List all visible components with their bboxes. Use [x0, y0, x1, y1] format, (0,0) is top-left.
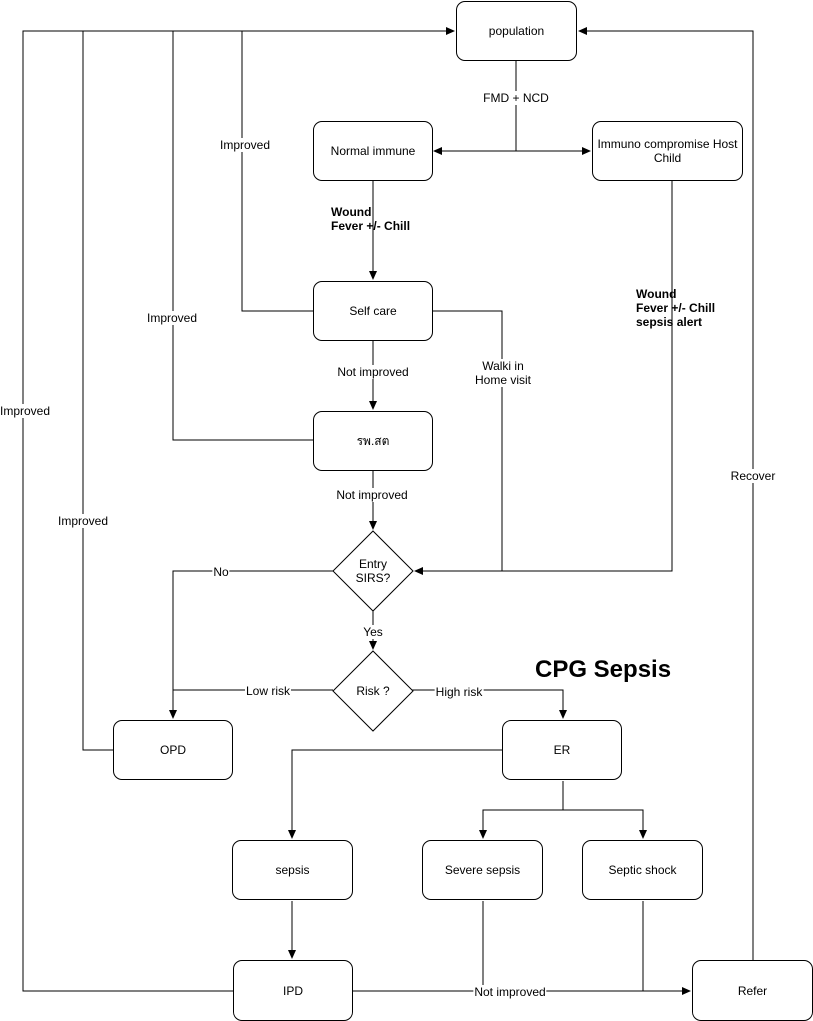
edge-er-severe	[479, 809, 563, 839]
improved-label-opd: Improved	[56, 514, 110, 528]
edge-entry-no	[169, 570, 333, 719]
edge-refer-recover	[578, 27, 754, 960]
population-node[interactable]: population	[456, 1, 577, 61]
walkin-home-visit-label: Walki in Home visit	[473, 359, 533, 387]
severe-sepsis-node[interactable]: Severe sepsis	[422, 840, 543, 900]
edge-selfcare-improved	[241, 31, 313, 312]
edge-ipd-improved	[22, 27, 455, 992]
improved-label-rph: Improved	[145, 311, 199, 325]
diagram-title: CPG Sepsis	[535, 656, 672, 683]
edge-selfcare-walkin	[433, 310, 503, 571]
risk-diamond	[332, 650, 414, 732]
entry-sirs-label[interactable]: Entry SIRS?	[355, 557, 391, 585]
opd-node[interactable]: OPD	[113, 720, 233, 780]
edge-er-sepsis	[288, 749, 503, 839]
fmd-ncd-label: FMD + NCD	[482, 91, 550, 105]
low-risk-label: Low risk	[244, 684, 292, 698]
edge-rph-improved	[172, 31, 313, 441]
edge-er-shock	[563, 809, 647, 839]
wound-fever-chill-label: Wound Fever +/- Chill	[331, 205, 411, 233]
wound-fever-sepsis-alert-label: Wound Fever +/- Chill sepsis alert	[636, 287, 716, 329]
not-improved-label-selfcare: Not improved	[336, 365, 410, 379]
not-improved-label-ipd: Not improved	[473, 985, 547, 999]
septic-shock-node[interactable]: Septic shock	[582, 840, 703, 900]
recover-label: Recover	[729, 469, 777, 483]
er-node[interactable]: ER	[502, 720, 622, 780]
improved-label-selfcare: Improved	[218, 138, 272, 152]
self-care-node[interactable]: Self care	[313, 281, 433, 341]
no-label: No	[212, 565, 230, 579]
immuno-compromise-node[interactable]: Immuno compromise Host Child	[592, 121, 743, 181]
refer-node[interactable]: Refer	[692, 960, 813, 1021]
high-risk-label: High risk	[434, 685, 484, 699]
not-improved-label-rph: Not improved	[335, 488, 409, 502]
sepsis-node[interactable]: sepsis	[232, 840, 353, 900]
yes-label: Yes	[362, 625, 384, 639]
normal-immune-node[interactable]: Normal immune	[313, 121, 433, 181]
ipd-node[interactable]: IPD	[233, 960, 353, 1021]
risk-label[interactable]: Risk ?	[356, 684, 390, 698]
rph-node[interactable]: รพ.สต	[313, 411, 433, 471]
entry-sirs-diamond	[332, 530, 414, 612]
edge-immuno-entry	[414, 181, 673, 575]
edge-opd-improved	[82, 31, 113, 751]
improved-label-ipd: Improved	[0, 404, 52, 418]
